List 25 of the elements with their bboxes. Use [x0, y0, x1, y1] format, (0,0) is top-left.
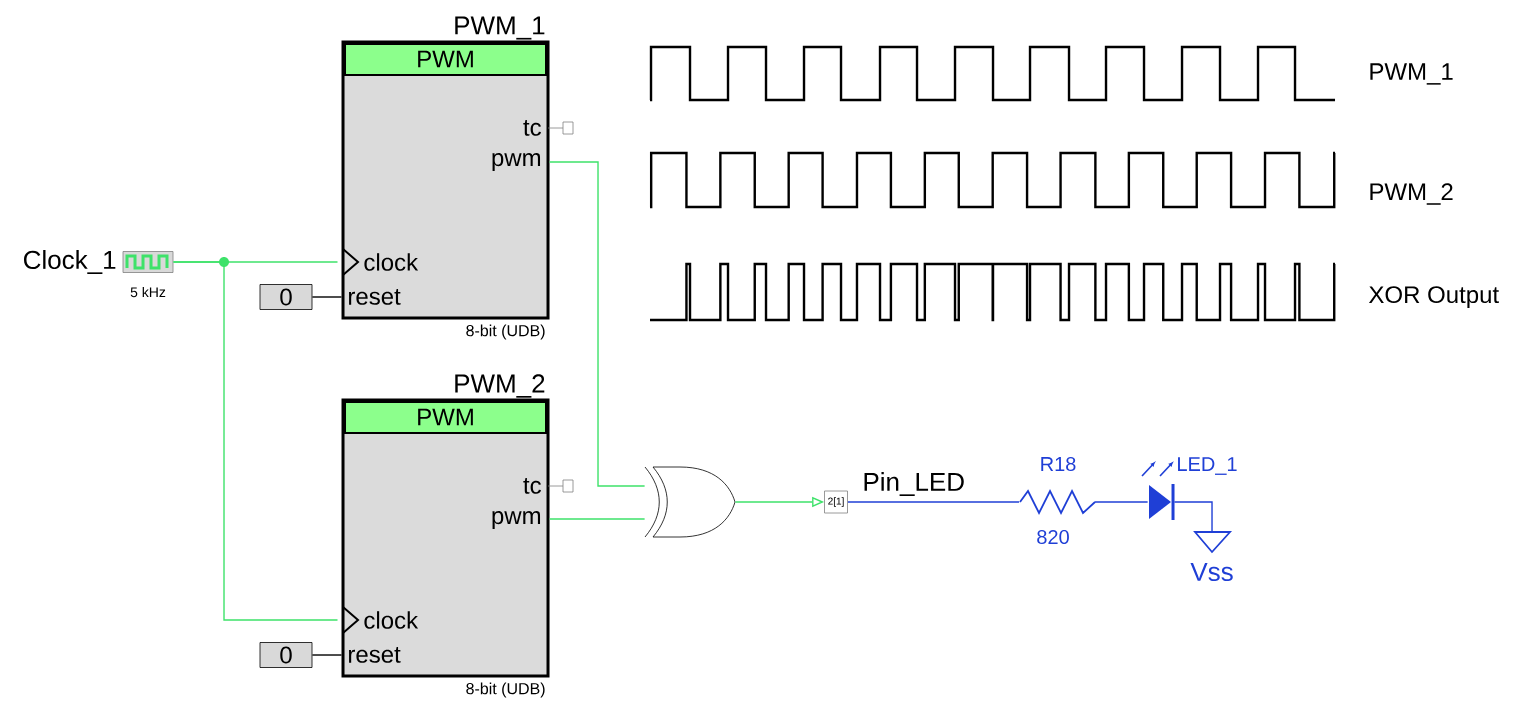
- wire: [1173, 501, 1213, 533]
- wire: [847, 501, 1020, 503]
- pwm-block: PWM_2 PWM tc pwm clock reset 8-bit (UDB): [341, 374, 550, 698]
- pwm-block: PWM_1 PWM tc pwm clock reset 8-bit (UDB): [341, 16, 550, 340]
- wire: [311, 654, 343, 656]
- wire: [548, 518, 646, 520]
- constant-box: 0: [259, 284, 313, 310]
- wire: [311, 296, 343, 298]
- clock-source: Clock_1 5 kHz: [24, 250, 174, 298]
- constant-box: 0: [259, 642, 313, 668]
- node-label: PWM_1: [455, 16, 545, 40]
- signal-label: PWM_1: [1370, 63, 1453, 85]
- signal-label: PWM_2: [1370, 183, 1453, 205]
- pin-box: 2[1] Pin_LED: [824, 472, 964, 514]
- node-label: 8-bit (UDB): [466, 324, 545, 340]
- xor-gate: [644, 466, 736, 538]
- signal-label: XOR Output: [1368, 286, 1499, 308]
- wire: [172, 261, 339, 621]
- wire: [1094, 501, 1149, 503]
- node-label: Clock_1: [23, 249, 116, 275]
- wire: [548, 161, 646, 487]
- node-label: 5 kHz: [130, 286, 166, 298]
- node-label: 8-bit (UDB): [466, 682, 545, 698]
- node-label: Pin_LED: [864, 471, 964, 497]
- node-label: PWM_2: [455, 374, 545, 398]
